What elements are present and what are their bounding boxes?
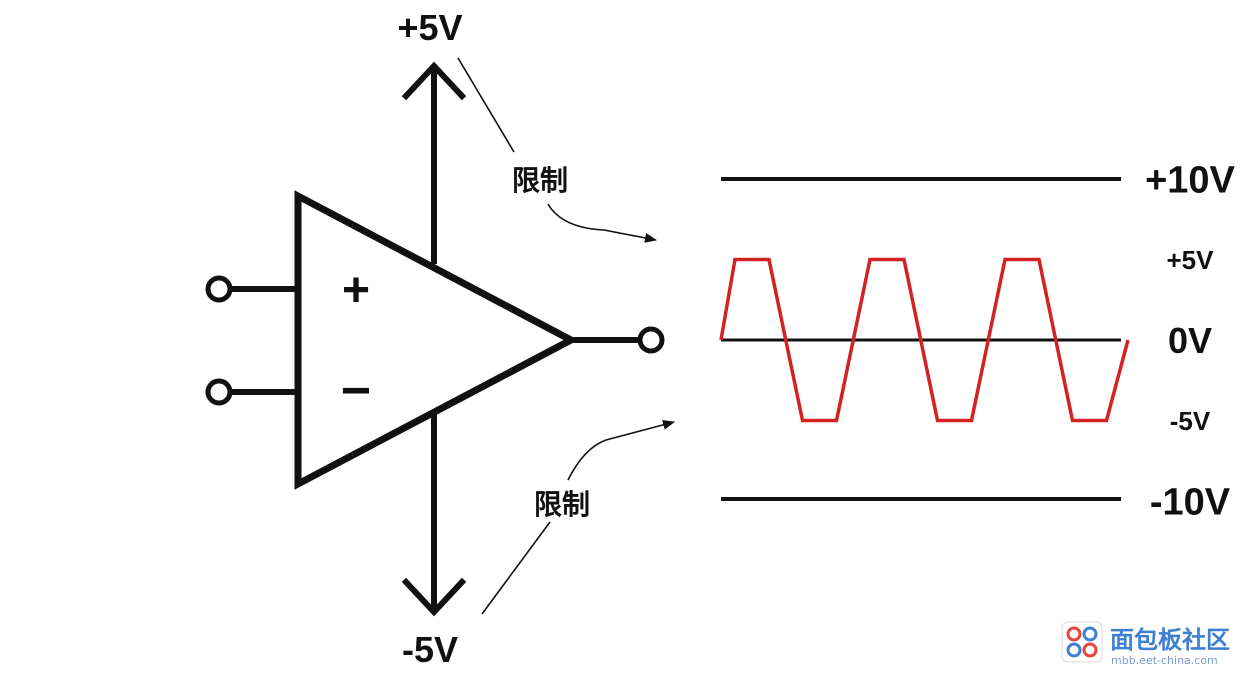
watermark-subtext: mbb.eet-china.com bbox=[1111, 654, 1218, 667]
limit-arrow-top bbox=[547, 203, 657, 243]
limit-arrow-bottom bbox=[567, 419, 675, 481]
inverting-input-terminal bbox=[205, 378, 233, 406]
positive-supply-arrow-icon bbox=[401, 61, 467, 101]
watermark-text: 面包板社区 bbox=[1110, 626, 1230, 654]
noninverting-input-terminal bbox=[205, 275, 233, 303]
watermark-dot-icon bbox=[1082, 642, 1098, 658]
level-label: +5V bbox=[1167, 245, 1215, 275]
opamp-triangle bbox=[294, 190, 579, 490]
limit-annotations: 限制 限制 bbox=[457, 57, 675, 615]
limit-label-top: 限制 bbox=[512, 164, 568, 197]
level-label: -10V bbox=[1150, 482, 1231, 524]
limit-leader-bottom bbox=[481, 521, 551, 615]
negative-supply-label: -5V bbox=[402, 629, 458, 670]
minus-sign: − bbox=[341, 362, 371, 420]
watermark-dot-icon bbox=[1066, 642, 1082, 658]
opamp-symbol: + − +5V -5V bbox=[205, 7, 665, 670]
watermark-logo: 面包板社区 mbb.eet-china.com bbox=[1061, 621, 1230, 667]
waveform-panel: +10V +5V 0V -5V -10V bbox=[719, 160, 1236, 524]
watermark-dot-icon bbox=[1066, 626, 1082, 642]
limit-label-bottom: 限制 bbox=[534, 488, 590, 521]
output-terminal bbox=[637, 326, 665, 354]
limit-leader-top bbox=[457, 57, 515, 153]
level-label: +10V bbox=[1145, 160, 1235, 202]
positive-supply-label: +5V bbox=[397, 7, 462, 48]
level-label: -5V bbox=[1170, 406, 1211, 436]
clipped-output-waveform bbox=[719, 257, 1130, 423]
level-labels: +10V +5V 0V -5V -10V bbox=[1145, 160, 1235, 524]
level-label: 0V bbox=[1168, 320, 1212, 361]
negative-supply-arrow-icon bbox=[401, 577, 467, 617]
watermark-dot-icon bbox=[1082, 626, 1098, 642]
watermark-logo-icon bbox=[1061, 621, 1103, 663]
plus-sign: + bbox=[342, 264, 370, 317]
